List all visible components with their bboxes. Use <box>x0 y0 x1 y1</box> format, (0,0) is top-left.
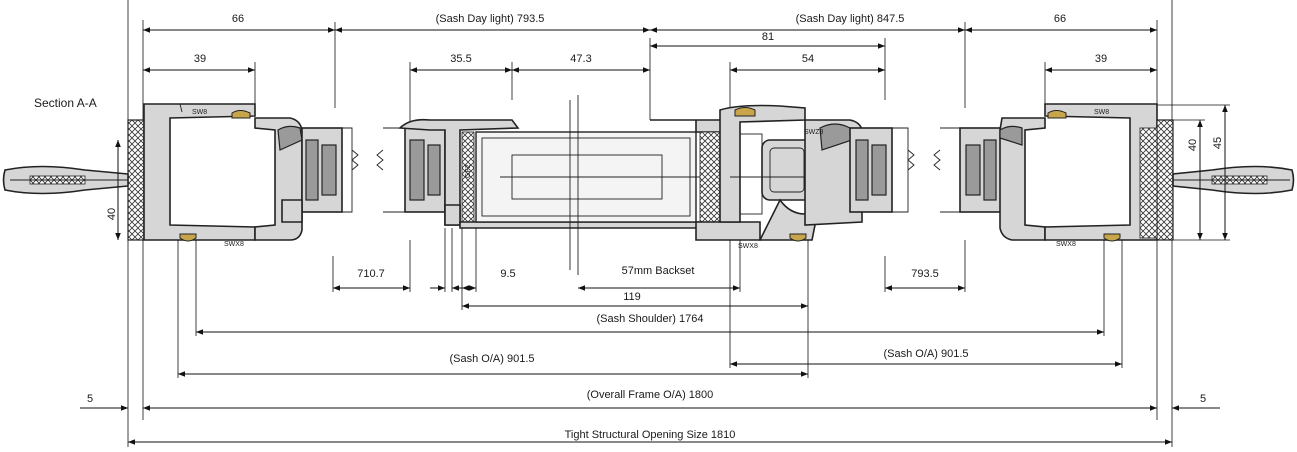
part-swz8: SWZ8 <box>804 129 824 136</box>
part-sw8-right: SW8 <box>1094 109 1109 116</box>
dim-66-left: 66 <box>232 13 244 25</box>
dim-sash-oa-left: (Sash O/A) 901.5 <box>450 353 535 365</box>
dim-793-5: 793.5 <box>911 268 939 280</box>
dim-40-right: 40 <box>1187 139 1199 151</box>
lower-small-dimensions: 710.7 9.5 57mm Backset 793.5 119 <box>332 228 966 378</box>
part-gf2: GF2 <box>465 164 472 178</box>
glass-unit <box>459 95 731 275</box>
left-handle <box>2 165 129 195</box>
dim-structural-opening: Tight Structural Opening Size 1810 <box>565 429 736 441</box>
right-handle <box>1172 165 1295 195</box>
dim-35-5: 35.5 <box>450 53 471 65</box>
center-sash-right: SWZ8 SWX8 <box>695 104 915 250</box>
dim-sash-oa-right: (Sash O/A) 901.5 <box>884 348 969 360</box>
side-dimensions: 40 40 45 <box>106 104 1230 241</box>
dim-9-5: 9.5 <box>500 268 515 280</box>
right-frame-profile: SW8 SWX8 <box>933 103 1174 248</box>
dim-5-left: 5 <box>87 393 93 405</box>
dim-81: 81 <box>762 31 774 43</box>
section-label: Section A-A <box>34 96 97 110</box>
left-frame-profile: SW8 SWX8 <box>127 103 359 248</box>
part-swx8-center: SWX8 <box>738 243 758 250</box>
dim-47-3: 47.3 <box>570 53 591 65</box>
dim-39-right: 39 <box>1095 53 1107 65</box>
dim-overall-frame: (Overall Frame O/A) 1800 <box>587 389 714 401</box>
dim-54: 54 <box>802 53 814 65</box>
dim-710-7: 710.7 <box>357 268 385 280</box>
part-swx8-right: SWX8 <box>1056 241 1076 248</box>
dim-45: 45 <box>1212 137 1224 149</box>
center-sash-left: GF2 <box>376 118 520 226</box>
dim-39-left: 39 <box>194 53 206 65</box>
part-sw8-left: SW8 <box>192 109 207 116</box>
dim-backset: 57mm Backset <box>622 265 695 277</box>
dim-sash-daylight-left: (Sash Day light) 793.5 <box>436 13 545 25</box>
top-dimensions: 66 (Sash Day light) 793.5 (Sash Day ligh… <box>143 13 1157 125</box>
dim-119: 119 <box>623 291 641 303</box>
dim-sash-shoulder: (Sash Shoulder) 1764 <box>596 313 703 325</box>
dim-5-right: 5 <box>1200 393 1206 405</box>
lower-long-dimensions: (Sash Shoulder) 1764 (Sash O/A) 901.5 (S… <box>80 240 1220 445</box>
part-swx8-left: SWX8 <box>224 241 244 248</box>
dim-sash-daylight-right: (Sash Day light) 847.5 <box>796 13 905 25</box>
dim-66-right: 66 <box>1054 13 1066 25</box>
dim-40-left: 40 <box>106 208 118 220</box>
